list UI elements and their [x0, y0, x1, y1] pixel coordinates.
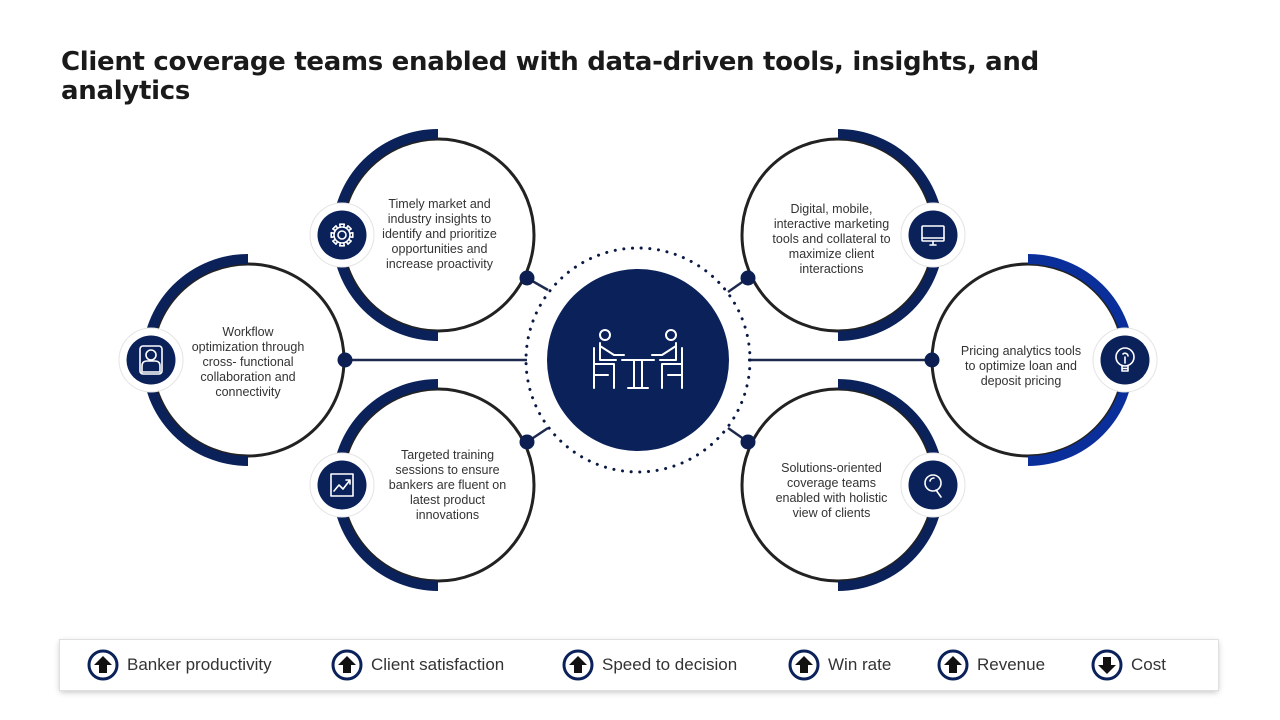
icon-badge-fill: [908, 210, 958, 260]
magnifier-icon: [924, 474, 942, 498]
center-dotted-ring: [524, 246, 752, 474]
node-text-line: Timely market and: [388, 197, 491, 211]
kpi-cost: Cost: [1091, 640, 1166, 690]
node-text-line: interactions: [799, 262, 864, 276]
page-title: Client coverage teams enabled with data-…: [61, 47, 1039, 106]
arrow-up-icon: [788, 649, 820, 681]
arrow-up-icon: [331, 649, 363, 681]
node-text-line: connectivity: [215, 385, 281, 399]
kpi-label: Speed to decision: [602, 655, 738, 674]
lightbulb-icon: [1115, 347, 1135, 372]
node-text-line: Pricing analytics tools: [960, 344, 1082, 358]
node-text-line: latest product: [409, 493, 486, 507]
icon-badge-fill: [317, 210, 367, 260]
kpi-label: Banker productivity: [127, 655, 272, 674]
person-icon: [139, 345, 163, 375]
kpi-label: Client satisfaction: [371, 655, 505, 674]
connector-dot: [519, 270, 535, 286]
node-text-line: opportunities and: [391, 242, 488, 256]
arrow-up-icon: [562, 649, 594, 681]
kpi-speed-to-decision: Speed to decision: [562, 640, 737, 690]
connector-dot: [519, 434, 535, 450]
node-text-line: coverage teams: [787, 476, 876, 490]
kpi-client-satisfaction: Client satisfaction: [331, 640, 504, 690]
kpi-win-rate: Win rate: [788, 640, 891, 690]
node-text-line: industry insights to: [387, 212, 492, 226]
node-text-line: interactive marketing: [773, 217, 890, 231]
node-text-line: Targeted training: [400, 448, 495, 462]
kpi-bar: Banker productivity Client satisfaction Sp…: [60, 640, 1218, 690]
connector-dot: [924, 352, 940, 368]
kpi-label: Revenue: [977, 655, 1046, 674]
arrow-up-icon: [937, 649, 969, 681]
node-text-line: Workflow: [222, 325, 274, 339]
node-text-line: deposit pricing: [980, 374, 1062, 388]
monitor-icon: [921, 225, 945, 246]
node-text-line: maximize client: [788, 247, 875, 261]
gear-icon: [330, 223, 354, 247]
connector-dot: [337, 352, 353, 368]
icon-badge-fill: [317, 460, 367, 510]
connector-dot: [740, 434, 756, 450]
node-text-line: innovations: [415, 508, 480, 522]
node-text-line: cross- functional: [202, 355, 294, 369]
node-text-line: Digital, mobile,: [790, 202, 873, 216]
node-text-line: Solutions-oriented: [781, 461, 882, 475]
connector-dot: [740, 270, 756, 286]
node-text-line: bankers are fluent on: [388, 478, 507, 492]
node-text-line: to optimize loan and: [965, 359, 1077, 373]
chart-icon: [330, 473, 354, 497]
node-text-line: increase proactivity: [386, 257, 493, 271]
kpi-banker-productivity: Banker productivity: [87, 640, 272, 690]
kpi-label: Cost: [1131, 655, 1166, 674]
node-text-line: identify and prioritize: [382, 227, 497, 241]
node-text-line: view of clients: [792, 506, 871, 520]
node-text-line: optimization through: [191, 340, 305, 354]
arrow-down-icon: [1091, 649, 1123, 681]
icon-badge-fill: [908, 460, 958, 510]
kpi-label: Win rate: [828, 655, 892, 674]
arrow-up-icon: [87, 649, 119, 681]
node-text-line: collaboration and: [200, 370, 296, 384]
node-text-line: sessions to ensure: [395, 463, 500, 477]
node-text-line: tools and collateral to: [772, 232, 891, 246]
meeting-icon: [593, 329, 683, 389]
node-text-line: enabled with holistic: [775, 491, 888, 505]
kpi-revenue: Revenue: [937, 640, 1045, 690]
